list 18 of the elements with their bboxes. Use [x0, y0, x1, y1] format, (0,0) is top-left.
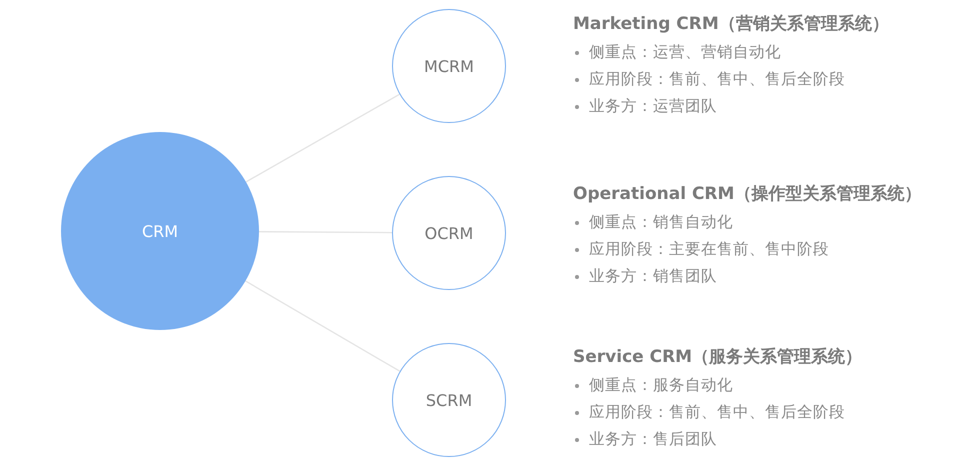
- bullet-item: 侧重点：销售自动化: [573, 211, 922, 238]
- type-heading: Operational CRM（操作型关系管理系统）: [573, 183, 922, 205]
- circle-node: OCRM: [392, 176, 506, 290]
- bullet-item: 应用阶段：售前、售中、售后全阶段: [573, 68, 889, 95]
- bullet-item: 应用阶段：售前、售中、售后全阶段: [573, 401, 862, 428]
- circle-node: SCRM: [392, 343, 506, 457]
- connector-line: [246, 94, 400, 182]
- bullet-item: 侧重点：服务自动化: [573, 374, 862, 401]
- bullet-item: 业务方：运营团队: [573, 95, 889, 122]
- bullet-item: 侧重点：运营、营销自动化: [573, 41, 889, 68]
- bullet-item: 业务方：售后团队: [573, 428, 862, 455]
- connector-line: [245, 280, 400, 372]
- type-heading: Marketing CRM（营销关系管理系统）: [573, 13, 889, 35]
- bullet-item: 应用阶段：主要在售前、售中阶段: [573, 238, 922, 265]
- type-heading: Service CRM（服务关系管理系统）: [573, 346, 862, 368]
- circle-node: CRM: [61, 132, 259, 330]
- bullet-item: 业务方：销售团队: [573, 265, 922, 292]
- circle-node: MCRM: [392, 9, 506, 123]
